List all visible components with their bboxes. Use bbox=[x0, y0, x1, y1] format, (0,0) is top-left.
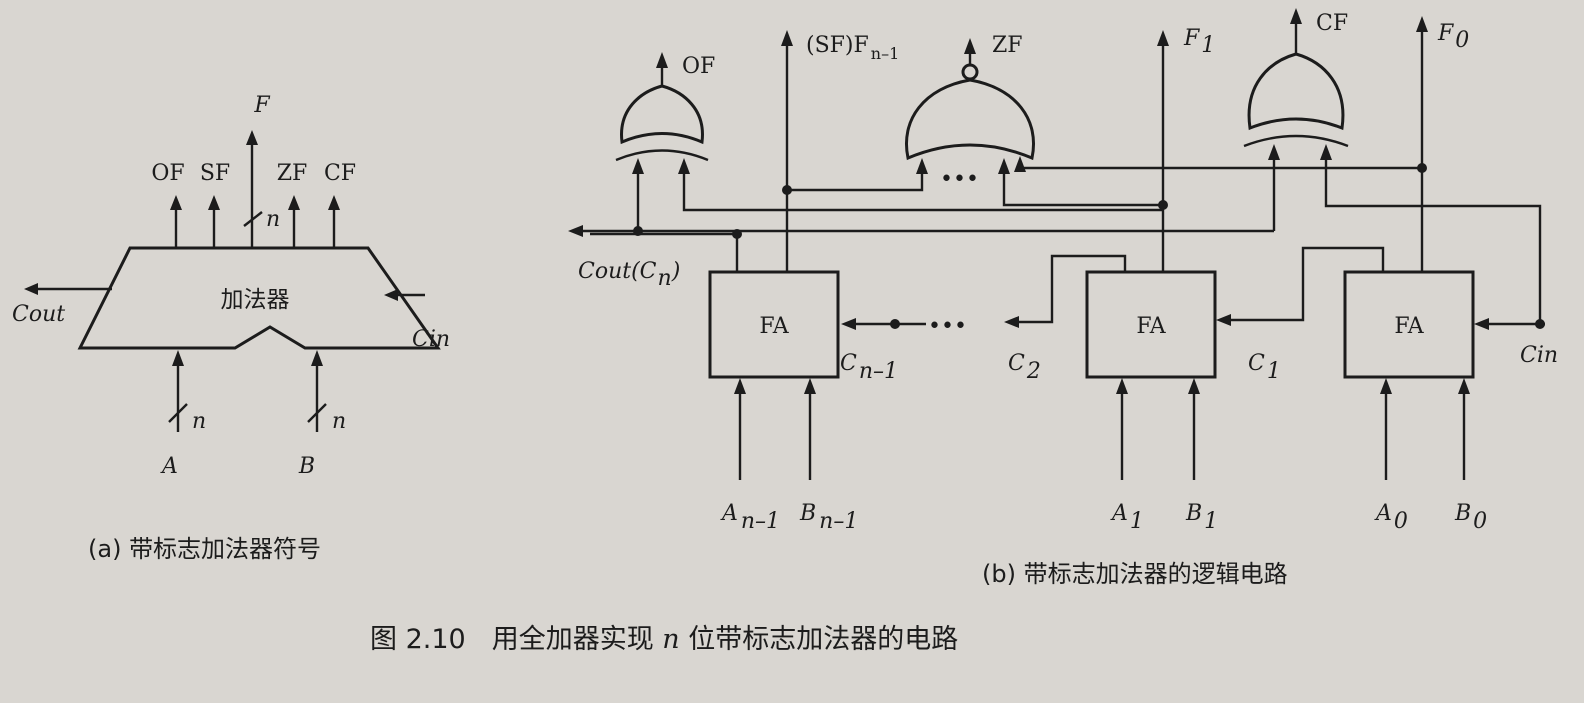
symbol-caption: (a) 带标志加法器符号 bbox=[88, 535, 321, 563]
zf-nor-gate bbox=[905, 78, 1035, 161]
circuit-caption: (b) 带标志加法器的逻辑电路 bbox=[982, 560, 1288, 588]
input-b0-label: B0 bbox=[1454, 501, 1487, 534]
flag-zf-label: ZF bbox=[277, 161, 308, 186]
c2-label: C2 bbox=[1008, 351, 1041, 384]
adder-symbol: 加法器 OF SF ZF CF F n Cout Cin n n A B (a)… bbox=[12, 93, 450, 563]
cin-carry-label: Cin bbox=[1520, 343, 1558, 368]
c-n1-label: Cn–1 bbox=[840, 351, 898, 384]
fa-0-label: FA bbox=[1394, 314, 1424, 339]
input-a-width: n bbox=[192, 409, 206, 434]
zf-inverter-bubble bbox=[961, 63, 979, 81]
adder-block bbox=[77, 246, 441, 350]
of-xor-gate bbox=[620, 84, 704, 145]
cin-label: Cin bbox=[412, 327, 450, 352]
zf-output-label: ZF bbox=[992, 33, 1023, 58]
cout-label: Cout bbox=[12, 302, 65, 327]
cout-output-label: Cout(Cn) bbox=[578, 259, 680, 291]
output-f-label: F bbox=[253, 93, 270, 118]
f0-output-label: F0 bbox=[1437, 21, 1469, 53]
of-output-label: OF bbox=[682, 54, 715, 79]
flag-cf-label: CF bbox=[324, 161, 356, 186]
flag-sf-label: SF bbox=[200, 161, 230, 186]
fa-n1-label: FA bbox=[759, 314, 789, 339]
adder-block-label: 加法器 bbox=[221, 287, 290, 313]
fa-1-label: FA bbox=[1136, 314, 1166, 339]
fa-0-box bbox=[1343, 270, 1475, 379]
input-a0-label: A0 bbox=[1374, 501, 1408, 534]
input-b-label: B bbox=[298, 454, 315, 479]
fa-n1-box bbox=[708, 270, 840, 379]
cf-xor-gate bbox=[1247, 52, 1345, 131]
input-a1-label: A1 bbox=[1110, 501, 1144, 534]
f1-output-label: F1 bbox=[1183, 26, 1215, 58]
zf-inputs-ellipsis: ••• bbox=[940, 167, 979, 192]
input-a-label: A bbox=[160, 454, 178, 479]
cf-output-label: CF bbox=[1316, 11, 1348, 36]
c1-label: C1 bbox=[1248, 351, 1281, 384]
output-bus-width: n bbox=[266, 207, 280, 232]
fa-1-box bbox=[1085, 270, 1217, 379]
input-b-width: n bbox=[332, 409, 346, 434]
flag-of-label: OF bbox=[151, 161, 184, 186]
input-b1-label: B1 bbox=[1185, 501, 1218, 534]
carry-ellipsis: ••• bbox=[928, 314, 967, 339]
